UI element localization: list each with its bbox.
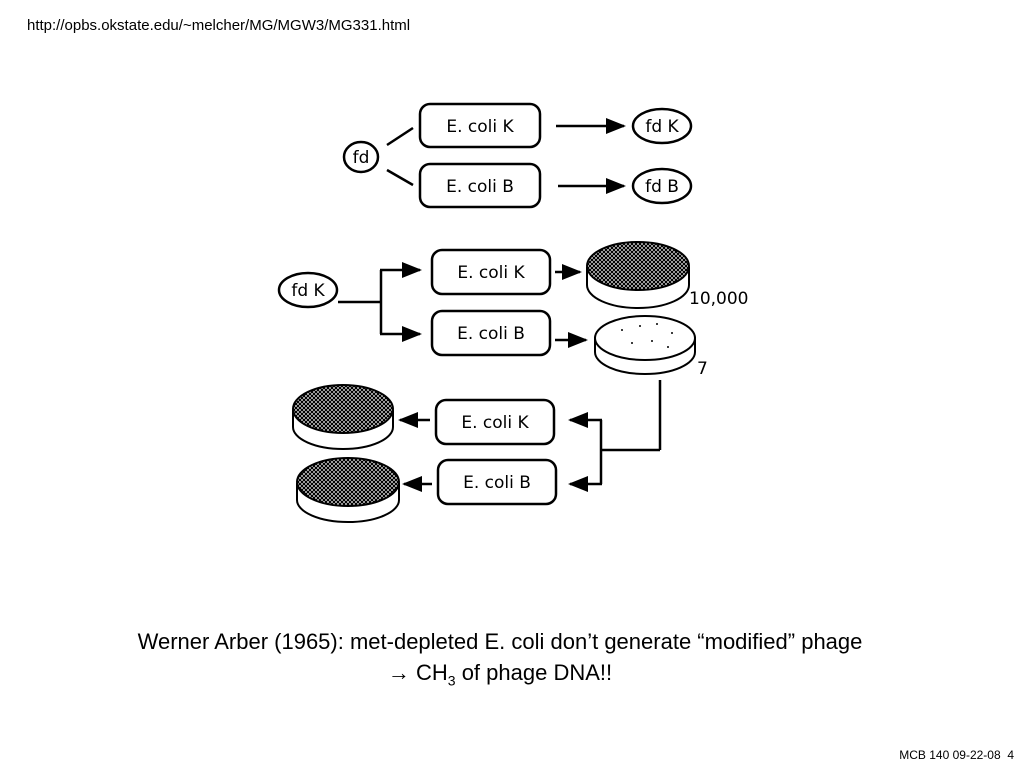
mid-host-k-label: E. coli K [457,263,525,283]
progeny-b-label: fd B [645,177,679,197]
host-k-label: E. coli K [446,117,514,137]
caption-line-1: Werner Arber (1965): met-depleted E. col… [137,629,863,654]
mid-host-b-box [430,309,552,357]
mid-host-b-label: E. coli B [457,324,525,344]
plate-sparse-b [594,315,696,375]
phage-restriction-diagram: fd E. coli K E. coli B fd K fd B fd K E.… [277,102,748,523]
slide-footer: MCB 140 09-22-08 4 [899,748,1014,762]
footer-label: MCB 140 09-22-08 [899,748,1001,762]
caption: Werner Arber (1965): met-depleted E. col… [0,626,1000,696]
bottom-host-b-label: E. coli B [463,473,531,493]
plaque-dots [621,323,673,348]
branch-to-k [386,126,414,147]
plate-confluent-k [586,241,690,309]
phage-fd-k-label: fd K [291,281,325,301]
bottom-host-k-box [434,398,556,446]
bottom-panel: E. coli K E. coli B [292,384,660,523]
host-b-label: E. coli B [446,177,514,197]
progeny-k-label: fd K [645,117,679,137]
bottom-host-k-label: E. coli K [461,413,529,433]
progeny-b-ellipse [631,167,693,205]
phage-fd-label: fd [353,148,370,168]
phage-fd-ellipse [342,140,380,174]
mid-host-k-box [430,248,552,296]
methyl-subscript: 3 [447,672,456,689]
plaque-count-b: 7 [697,359,708,379]
plaque-count-k: 10,000 [689,289,748,309]
host-b-box [418,162,542,209]
source-url: http://opbs.okstate.edu/~melcher/MG/MGW3… [27,17,411,34]
methyl-formula: CH [416,660,448,685]
host-k-box [418,102,542,149]
arrow-icon: → [387,660,410,685]
progeny-k-ellipse [631,107,693,145]
plate-confluent-bottom-b [296,457,400,523]
plate-confluent-bottom-k [292,384,394,450]
phage-fd-k-ellipse [277,271,339,309]
middle-panel: fd K E. coli K E. coli B 10,000 [277,241,748,450]
top-panel: fd E. coli K E. coli B fd K fd B [342,102,693,209]
page-number: 4 [1007,748,1014,762]
caption-rest: of phage DNA!! [455,660,613,685]
caption-line-2: → CH3 of phage DNA!! [0,657,1000,696]
branch-to-b [386,168,414,187]
bottom-host-b-box [436,458,558,506]
